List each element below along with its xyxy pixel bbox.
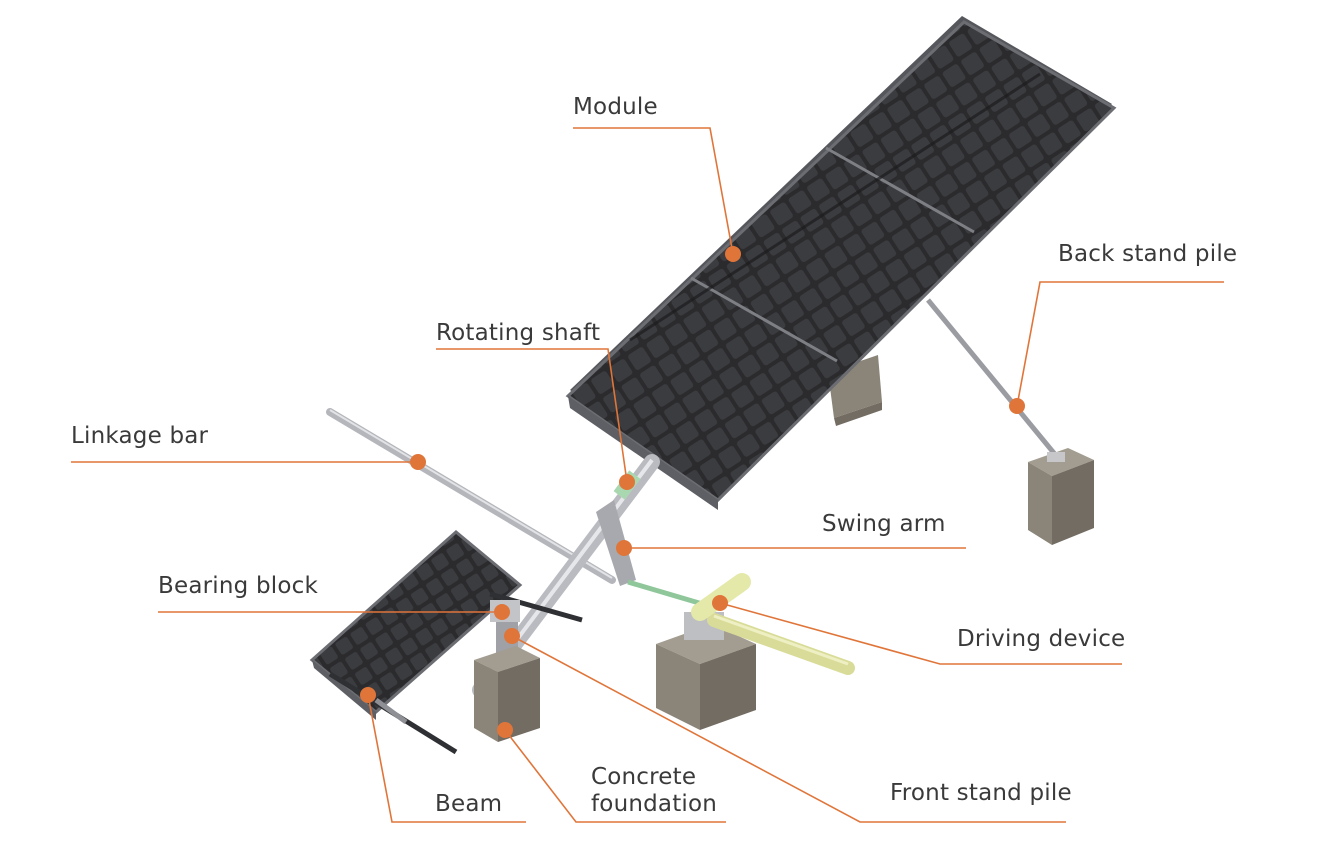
leader-lines [71,127,1224,823]
marker-dots [360,246,1025,738]
label-back-stand-pile: Back stand pile [1058,241,1238,267]
back-stand-pile [926,298,1094,545]
dot-module [725,246,741,262]
dot-front-stand-pile [504,628,520,644]
dot-back-stand-pile [1009,398,1025,414]
concrete-foundation [474,646,540,742]
label-front-stand-pile: Front stand pile [890,780,1072,806]
leader-back-stand-pile [1016,281,1224,407]
leader-rotating-shaft [436,348,628,483]
leader-front-stand-pile [511,635,1066,823]
label-swing-arm: Swing arm [822,511,946,537]
swing-arm [596,500,717,611]
label-linkage-bar: Linkage bar [71,423,209,449]
dot-linkage-bar [410,454,426,470]
leader-driving-device [719,602,1122,665]
label-concrete-foundation: Concrete foundation [591,764,718,817]
leader-beam [367,694,526,823]
leader-module [573,127,734,255]
label-beam: Beam [435,791,503,817]
label-module: Module [573,94,658,120]
label-driving-device: Driving device [957,626,1126,652]
label-bearing-block: Bearing block [158,573,318,599]
label-rotating-shaft: Rotating shaft [436,320,601,346]
dot-rotating-shaft [619,474,635,490]
main-solar-array [565,16,1117,510]
small-solar-array [309,530,523,720]
dot-concrete-foundation [497,722,513,738]
dot-bearing-block [494,604,510,620]
dot-beam [360,687,376,703]
driving-device [656,573,855,730]
dot-swing-arm [616,540,632,556]
beams [328,591,583,755]
linkage-bar [326,408,616,584]
dot-driving-device [712,595,728,611]
leader-concrete-foundation [504,729,726,823]
